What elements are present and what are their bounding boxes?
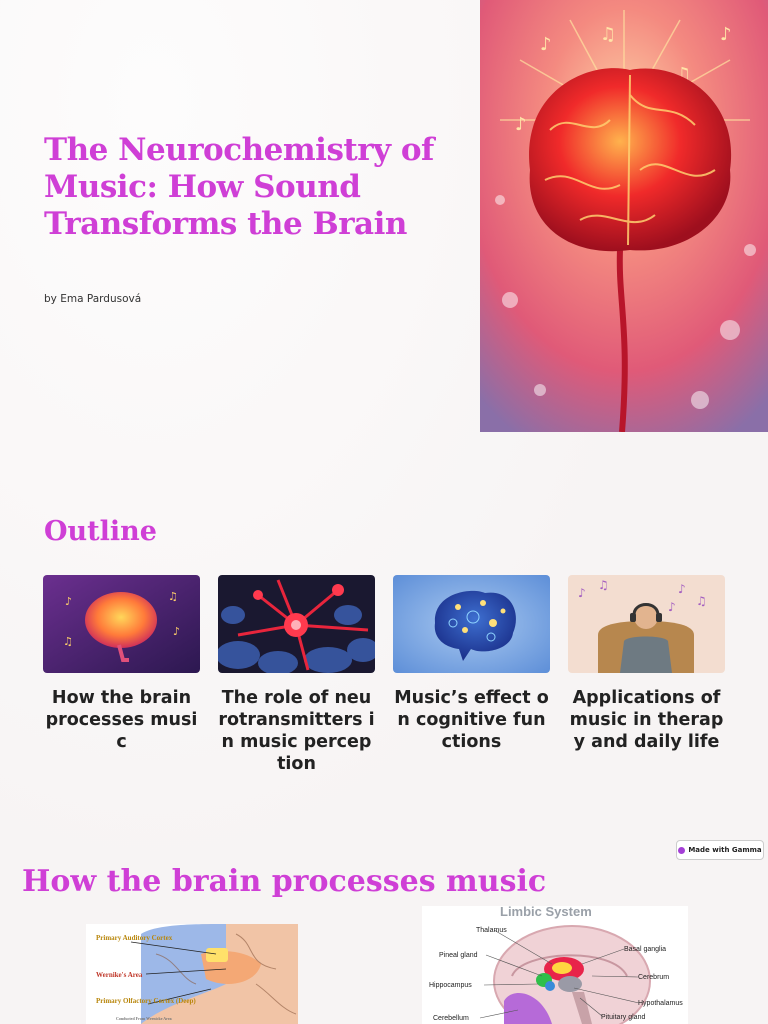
page-title: The Neurochemistry of Music: How Sound T… [44,132,434,242]
outline-heading: Outline [44,516,157,547]
diagram-title: Limbic System [500,906,592,919]
label-hippocampus: Hippocampus [429,982,472,989]
card-image-neurons [218,575,375,673]
card-label: Applications of music in therapy and dai… [569,688,724,752]
svg-text:♫: ♫ [168,590,178,603]
svg-text:♫: ♫ [600,24,616,45]
svg-text:♪: ♪ [720,24,732,45]
svg-text:♫: ♫ [63,635,73,648]
section-heading-brain-processes: How the brain processes music [22,864,547,899]
svg-text:♪: ♪ [540,34,552,55]
label-olfactory: Primary Olfactory Cortex (Deep) [96,997,196,1005]
author-byline: by Ema Pardusová [44,293,142,305]
label-basal-ganglia: Basal ganglia [624,946,666,953]
brain-cortex-diagram: Primary Auditory Cortex Wernike's Area P… [86,924,298,1024]
card-image-brain-music: ♪ ♫ ♪ ♫ [43,575,200,673]
made-with-gamma-badge[interactable]: Made with Gamma [676,840,764,860]
outline-card-brain-processing[interactable]: ♪ ♫ ♪ ♫ How the brain processes music [43,575,200,753]
label-conducted: Conducted From Wernicke Area [116,1016,172,1021]
label-thalamus: Thalamus [476,927,507,934]
svg-text:♪: ♪ [173,625,180,638]
badge-label: Made with Gamma [688,846,762,854]
label-wernike: Wernike's Area [96,971,143,979]
label-hypothalamus: Hypothalamus [638,1000,683,1007]
label-primary-auditory: Primary Auditory Cortex [96,934,173,942]
svg-text:♫: ♫ [696,594,707,608]
label-cerebellum: Cerebellum [433,1015,469,1022]
svg-text:♪: ♪ [578,586,586,600]
svg-text:♪: ♪ [515,114,527,135]
outline-card-therapy[interactable]: ♪ ♫ ♪ ♫ ♪ Applications of music in therapy a… [568,575,725,753]
outline-card-cognitive[interactable]: Music’s effect on cognitive functions [393,575,550,753]
svg-text:♪: ♪ [678,582,686,596]
label-cerebrum: Cerebrum [638,974,669,981]
card-image-blue-brain [393,575,550,673]
label-pituitary-gland: Pituitary gland [601,1014,645,1021]
svg-text:♪: ♪ [668,600,676,614]
svg-text:♫: ♫ [598,578,609,592]
hero-brain-image: ♪♫♪ ♪♫ [480,0,768,432]
card-label: The role of neurotransmitters in music p… [218,688,375,774]
gamma-logo-icon [678,846,686,854]
card-label: Music’s effect on cognitive functions [394,688,549,752]
svg-text:♪: ♪ [65,595,72,608]
label-pineal-gland: Pineal gland [439,952,478,959]
limbic-system-diagram: Limbic System Thalamus Basal ganglia Pin… [422,906,688,1024]
outline-card-neurotransmitters[interactable]: The role of neurotransmitters in music p… [218,575,375,775]
card-image-listening-person: ♪ ♫ ♪ ♫ ♪ [568,575,725,673]
card-label: How the brain processes music [45,688,198,752]
